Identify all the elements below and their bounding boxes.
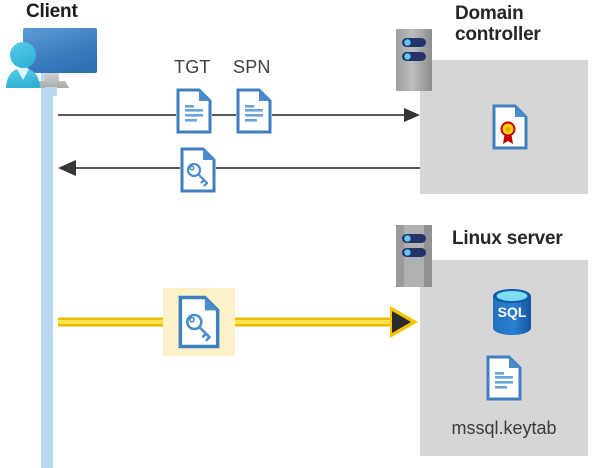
presented-ticket-key-document-icon (178, 295, 220, 349)
client-computer-icon (5, 24, 97, 96)
certificate-document-icon (492, 104, 528, 150)
linux-server-title: Linux server (452, 228, 563, 249)
tgt-document-icon (176, 88, 212, 134)
linux-server-rack-icon (396, 225, 432, 287)
keytab-filename-label: mssql.keytab (451, 418, 557, 438)
sql-label: SQL (498, 304, 527, 320)
client-lifeline (41, 62, 53, 468)
spn-document-icon (236, 88, 272, 134)
service-ticket-key-document-icon (180, 147, 216, 193)
keytab-document-icon (486, 355, 522, 401)
spn-label: SPN (233, 57, 271, 77)
tgt-label: TGT (174, 57, 211, 77)
client-title: Client (26, 1, 78, 22)
domain-controller-server-rack-icon (396, 29, 432, 91)
domain-controller-title: Domain controller (455, 3, 541, 46)
sql-database-icon: SQL (488, 287, 536, 337)
